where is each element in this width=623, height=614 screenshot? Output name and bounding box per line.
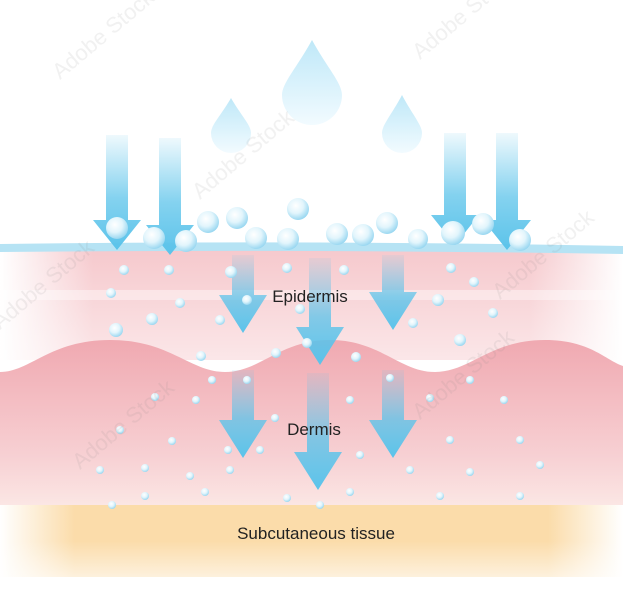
water-bubble bbox=[175, 230, 197, 252]
water-particle bbox=[295, 304, 305, 314]
water-particle bbox=[302, 338, 312, 348]
arrow-down-icon bbox=[483, 133, 531, 250]
water-particle bbox=[271, 348, 281, 358]
water-particle bbox=[226, 466, 234, 474]
water-particle bbox=[225, 266, 237, 278]
water-particle bbox=[316, 501, 324, 509]
arrow-down-icon bbox=[369, 255, 417, 330]
water-particle bbox=[346, 488, 354, 496]
water-particle bbox=[516, 436, 524, 444]
water-bubble bbox=[245, 227, 267, 249]
water-particle bbox=[356, 451, 364, 459]
water-particle bbox=[346, 396, 354, 404]
water-particle bbox=[469, 277, 479, 287]
water-particle bbox=[242, 295, 252, 305]
water-particle bbox=[196, 351, 206, 361]
water-bubble bbox=[509, 229, 531, 251]
water-particle bbox=[516, 492, 524, 500]
water-particle bbox=[386, 374, 394, 382]
epidermis-label: Epidermis bbox=[272, 287, 348, 306]
water-bubble bbox=[106, 217, 128, 239]
water-particle bbox=[141, 492, 149, 500]
arrow-down-icon bbox=[369, 370, 417, 458]
water-particle bbox=[108, 501, 116, 509]
water-bubble bbox=[326, 223, 348, 245]
water-bubble bbox=[408, 229, 428, 249]
arrow-down-icon bbox=[294, 373, 342, 490]
water-particle bbox=[164, 265, 174, 275]
water-particle bbox=[446, 436, 454, 444]
arrow-down-icon bbox=[431, 133, 479, 245]
water-particle bbox=[109, 323, 123, 337]
subcutaneous-label: Subcutaneous tissue bbox=[237, 524, 395, 543]
water-particle bbox=[96, 466, 104, 474]
water-particle bbox=[426, 394, 434, 402]
water-particle bbox=[186, 472, 194, 480]
water-bubble bbox=[352, 224, 374, 246]
arrow-down-icon bbox=[93, 135, 141, 250]
water-bubble bbox=[472, 213, 494, 235]
water-drop-icon bbox=[282, 40, 342, 125]
water-particle bbox=[351, 352, 361, 362]
water-particle bbox=[406, 466, 414, 474]
water-particle bbox=[215, 315, 225, 325]
water-particle bbox=[282, 263, 292, 273]
water-bubble bbox=[197, 211, 219, 233]
water-particle bbox=[432, 294, 444, 306]
water-particle bbox=[116, 426, 124, 434]
water-particle bbox=[146, 313, 158, 325]
water-drop-icon bbox=[211, 98, 251, 153]
water-particle bbox=[500, 396, 508, 404]
water-particle bbox=[151, 393, 159, 401]
water-particle bbox=[488, 308, 498, 318]
water-particle bbox=[436, 492, 444, 500]
water-particle bbox=[408, 318, 418, 328]
arrow-down-icon bbox=[219, 255, 267, 333]
dermis-label: Dermis bbox=[287, 420, 341, 439]
arrow-down-icon bbox=[219, 370, 267, 458]
water-particle bbox=[224, 446, 232, 454]
watermark-text: Adobe Stock bbox=[47, 0, 159, 84]
water-particle bbox=[339, 265, 349, 275]
water-bubble bbox=[277, 228, 299, 250]
water-particle bbox=[141, 464, 149, 472]
water-particle bbox=[271, 414, 279, 422]
arrow-down-icon bbox=[146, 138, 194, 255]
water-bubble bbox=[441, 221, 465, 245]
water-bubble bbox=[287, 198, 309, 220]
water-particle bbox=[446, 263, 456, 273]
water-particle bbox=[256, 446, 264, 454]
water-particle bbox=[175, 298, 185, 308]
water-particle bbox=[283, 494, 291, 502]
water-particle bbox=[466, 376, 474, 384]
water-bubble bbox=[143, 227, 165, 249]
water-particle bbox=[536, 461, 544, 469]
water-particle bbox=[168, 437, 176, 445]
water-particle bbox=[243, 376, 251, 384]
water-particle bbox=[208, 376, 216, 384]
water-particle bbox=[466, 468, 474, 476]
water-particle bbox=[454, 334, 466, 346]
water-particle bbox=[192, 396, 200, 404]
watermark-text: Adobe Stock bbox=[407, 0, 519, 64]
water-particle bbox=[201, 488, 209, 496]
water-particle bbox=[119, 265, 129, 275]
water-particle bbox=[106, 288, 116, 298]
water-bubble bbox=[226, 207, 248, 229]
water-bubble bbox=[376, 212, 398, 234]
water-drop-icon bbox=[382, 95, 422, 153]
